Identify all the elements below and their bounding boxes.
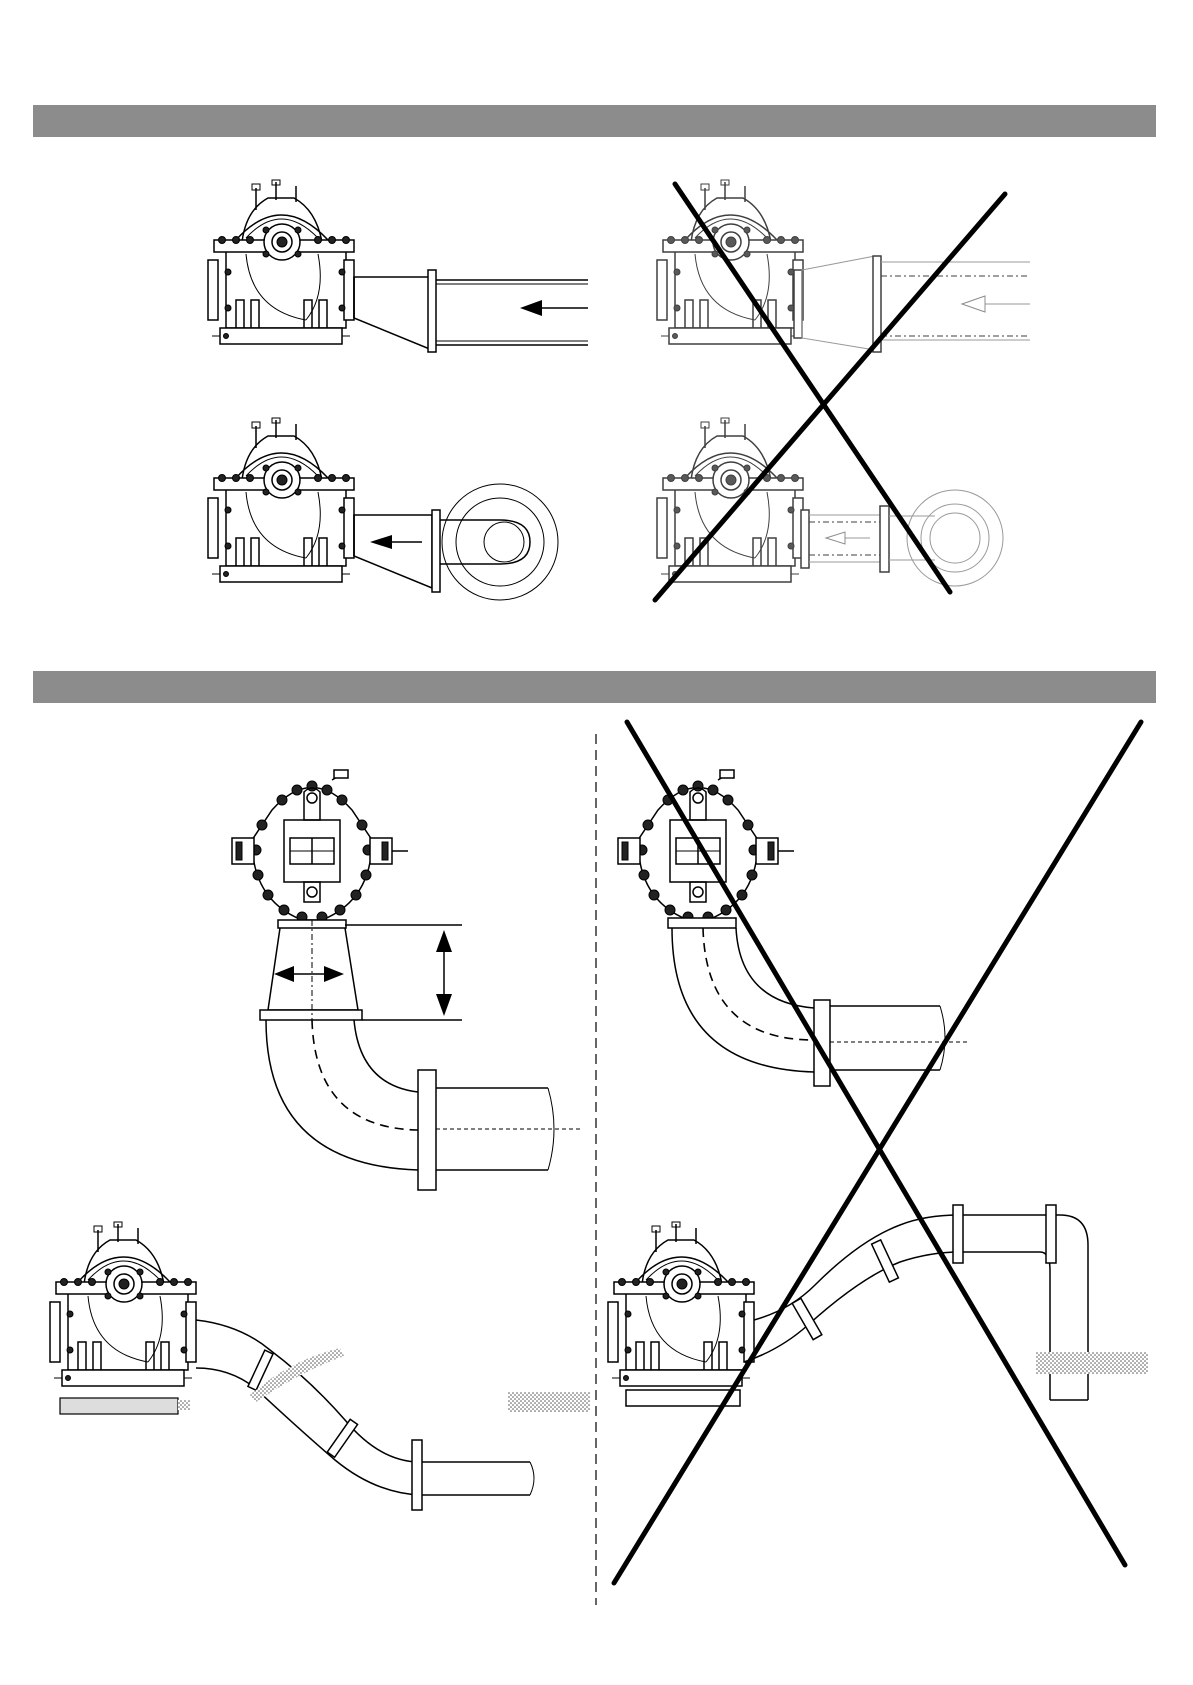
- dimension-arrow-icon: [345, 925, 462, 1020]
- foundation: [60, 1398, 178, 1414]
- flow-arrow-icon: [826, 532, 870, 544]
- vertical-spool: [268, 928, 358, 1010]
- panel-elbow-with-reducer-arrangement: [208, 418, 558, 600]
- panel-suction-line-continuously-rising: [50, 1222, 590, 1510]
- pump-front-view: [618, 770, 794, 922]
- panel-elbow-without-reducer-arrangement: [657, 418, 1003, 586]
- pump-side-view: [208, 418, 354, 582]
- eccentric-reducer: [354, 277, 432, 350]
- suction-pipe-top: [196, 1320, 530, 1462]
- elbow-outer: [442, 484, 558, 600]
- flow-arrow-icon: [370, 535, 422, 549]
- panel-end-suction-eccentric-reducer: [208, 180, 588, 352]
- pump-front-view: [232, 770, 408, 922]
- pump-side-view: [608, 1222, 754, 1386]
- concentric-reducer: [802, 256, 875, 350]
- suction-pipe-bottom: [196, 1368, 530, 1495]
- flow-arrow-icon: [962, 296, 1030, 312]
- panel-vertical-elbow-with-straight-run: [232, 770, 580, 1190]
- panel-end-suction-concentric-reducer: [657, 180, 1030, 352]
- pump-side-view: [208, 180, 354, 344]
- panel-vertical-elbow-direct: [618, 770, 970, 1086]
- pump-side-view: [50, 1222, 196, 1386]
- flow-arrow-icon: [520, 300, 588, 316]
- panel-suction-line-with-high-point: [608, 1205, 1148, 1406]
- pump-side-view: [657, 418, 803, 582]
- dimension-arrow-icon: [274, 966, 344, 982]
- elbow-outer: [266, 1020, 418, 1170]
